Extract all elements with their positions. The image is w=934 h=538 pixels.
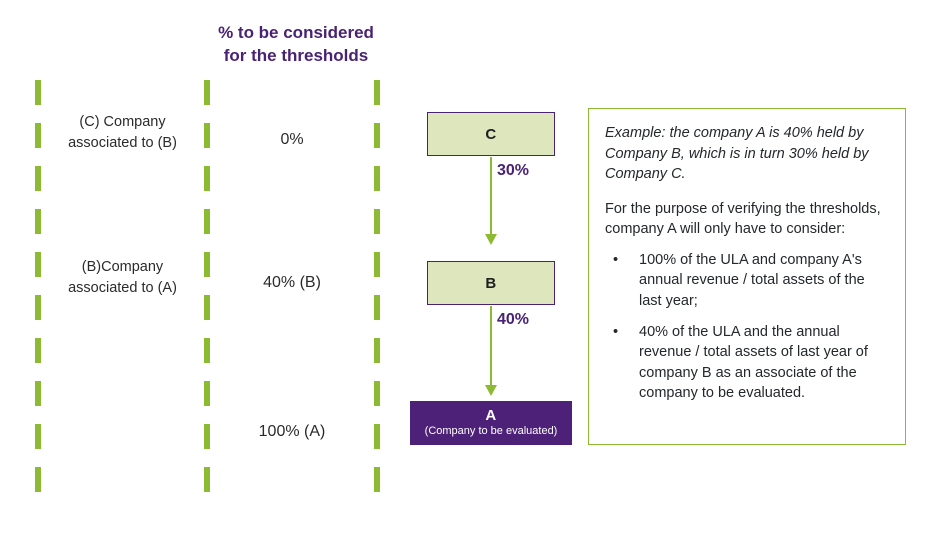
row-label-company-b-line1: (B)Company (81, 259, 164, 275)
list-item: • 100% of the ULA and company A's annual… (605, 250, 887, 312)
list-item-text: 100% of the ULA and company A's annual r… (639, 251, 865, 310)
dash-segment (374, 80, 380, 105)
dash-segment (204, 338, 210, 363)
entity-box-c-label: C (485, 125, 497, 143)
dash-segment (374, 209, 380, 234)
percent-column-header-line2: for the thresholds (223, 45, 369, 65)
dash-segment (35, 166, 41, 191)
row-label-company-c-line1: (C) Company (79, 114, 166, 130)
dash-segment (374, 338, 380, 363)
list-item: • 40% of the ULA and the annual revenue … (605, 322, 887, 404)
dashed-divider-right (374, 80, 380, 492)
arrow-label-c-to-b: 30% (497, 162, 530, 179)
example-note-bullet-list: • 100% of the ULA and company A's annual… (605, 250, 887, 404)
dash-segment (204, 166, 210, 191)
dash-segment (374, 381, 380, 406)
percent-column-header-line1: % to be considered (218, 23, 374, 42)
percent-value-row-a: 100% (A) (258, 423, 326, 440)
bullet-icon: • (613, 323, 619, 340)
dash-segment (35, 467, 41, 492)
row-label-company-b-line2: associated to (A) (68, 280, 177, 297)
list-item-text: 40% of the ULA and the annual revenue / … (639, 323, 868, 402)
dash-segment (374, 295, 380, 320)
dash-segment (204, 252, 210, 277)
dash-segment (35, 295, 41, 320)
dash-segment (374, 252, 380, 277)
dashed-divider-middle (204, 80, 210, 492)
dash-segment (204, 80, 210, 105)
arrow-shaft (490, 306, 492, 385)
arrowhead-down-icon (485, 234, 497, 245)
entity-box-a-sublabel: (Company to be evaluated) (424, 425, 558, 438)
dash-segment (204, 123, 210, 148)
percent-value-row-c: 0% (280, 131, 304, 148)
dash-segment (35, 381, 41, 406)
row-label-company-b: (B)Company associated to (A) (45, 257, 200, 299)
percent-value-row-b: 40% (B) (263, 274, 321, 291)
dashed-divider-left (35, 80, 41, 492)
row-label-company-c-line2: associated to (B) (68, 135, 177, 152)
dash-segment (35, 80, 41, 105)
dash-segment (35, 424, 41, 449)
example-note-lead: Example: the company A is 40% held by Co… (605, 125, 869, 183)
example-note-body: For the purpose of verifying the thresho… (605, 200, 881, 238)
dash-segment (204, 467, 210, 492)
arrowhead-down-icon (485, 385, 497, 396)
dash-segment (204, 209, 210, 234)
entity-box-b-label: B (485, 274, 497, 292)
bullet-icon: • (613, 251, 619, 268)
dash-segment (35, 252, 41, 277)
dash-segment (374, 467, 380, 492)
dash-segment (35, 338, 41, 363)
arrow-b-to-a-icon (484, 306, 500, 396)
percent-column-header: % to be considered for the thresholds (198, 22, 394, 68)
entity-box-c: C (427, 112, 555, 156)
arrow-shaft (490, 157, 492, 234)
entity-box-a: A (Company to be evaluated) (410, 401, 572, 445)
dash-segment (374, 166, 380, 191)
dash-segment (374, 123, 380, 148)
dash-segment (204, 424, 210, 449)
dash-segment (374, 424, 380, 449)
entity-box-b: B (427, 261, 555, 305)
dash-segment (204, 381, 210, 406)
example-note-box: Example: the company A is 40% held by Co… (588, 108, 906, 445)
dash-segment (35, 209, 41, 234)
entity-box-a-label: A (485, 407, 497, 425)
dash-segment (35, 123, 41, 148)
dash-segment (204, 295, 210, 320)
row-label-company-c: (C) Company associated to (B) (45, 112, 200, 154)
arrow-c-to-b-icon (484, 157, 500, 245)
arrow-label-b-to-a: 40% (497, 311, 530, 328)
